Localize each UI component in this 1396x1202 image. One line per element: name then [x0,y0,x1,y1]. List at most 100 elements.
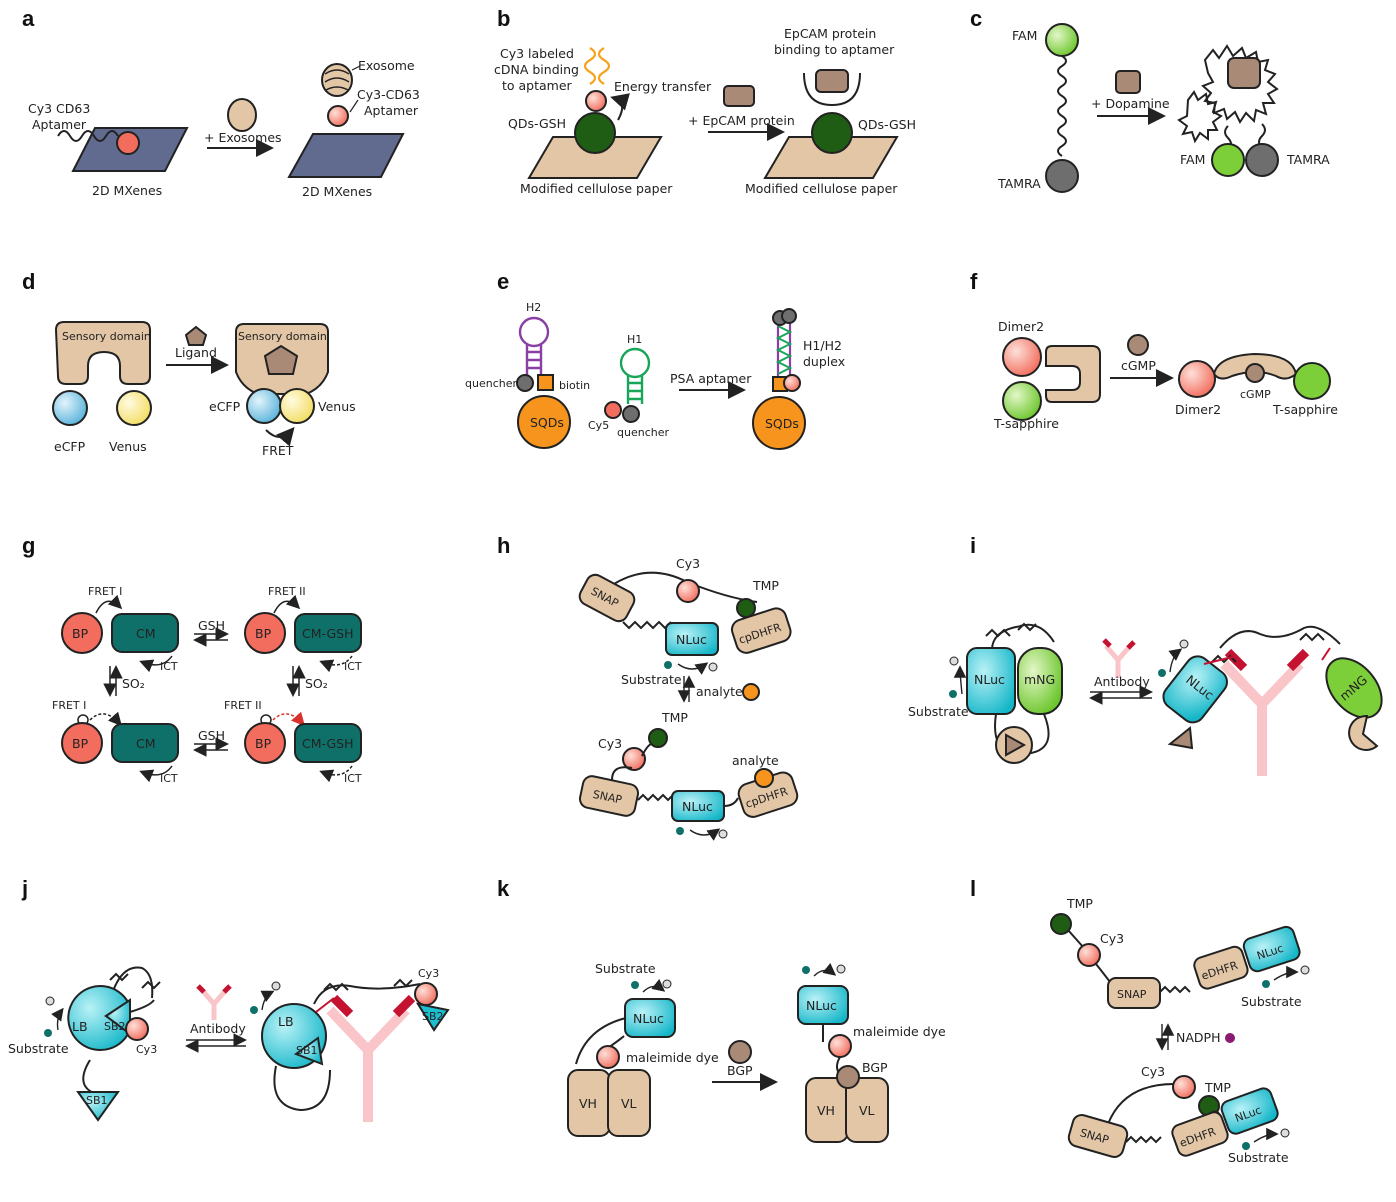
label-venus-right: Venus [318,399,356,414]
label-vl: VL [621,1096,637,1111]
label-bp: BP [72,736,89,751]
antibody-bound [326,994,416,1122]
label-fret1-a: FRET I [88,585,122,598]
mxene-sheet-right [287,133,405,178]
label-vh: VH [817,1103,835,1118]
vl-domain [607,1069,651,1137]
label-dimer2-top: Dimer2 [998,319,1044,334]
label-cm: CM [136,736,156,751]
label-vh: VH [579,1096,597,1111]
nadph-icon [1225,1033,1235,1043]
label-nadph: NADPH [1176,1030,1220,1045]
label-nluc: NLuc [676,632,707,647]
panel-letter-b: b [497,6,510,31]
sensory-domain-left [54,321,151,385]
ligand-bound [263,344,299,375]
cdna-helix [583,47,611,85]
label-bgp-arrow: BGP [727,1063,753,1078]
aptamer-arms [803,72,861,107]
panel-k: k Substrate NLuc maleimide dye VH VL BGP… [497,876,946,1143]
label-ecfp-left: eCFP [54,439,86,454]
cm-gsh-block [294,613,362,653]
cellulose-paper-right [763,136,899,179]
exosome-icon [227,98,257,132]
cgmp-bound [1245,363,1265,383]
label-venus-left: Venus [109,439,147,454]
label-sb1: SB1 [296,1044,318,1057]
label-lb: LB [278,1014,294,1029]
label-epcam-l2: binding to aptamer [774,42,895,57]
label-aptamer-l1: Cy3 CD63 [28,101,90,116]
label-lb: LB [72,1019,88,1034]
tamra-dye-right [1245,143,1279,177]
label-cdna-l2: cDNA binding [494,62,579,77]
dimer2-right [1178,360,1216,398]
panel-a: a Cy3 CD63 Aptamer 2D MXenes + Exosomes … [22,6,420,199]
sqds-left [517,395,571,449]
label-cy3-bottom: Cy3 [1141,1064,1165,1079]
cy3-dye-released [327,105,349,127]
label-substrate: Substrate [621,672,682,687]
sb2-bound [415,1002,450,1032]
panel-f: f Dimer2 T-sapphire cGMP Dimer2 cGMP T-s… [970,269,1338,431]
bp-dye [61,612,103,654]
label-nluc: NLuc [633,1011,664,1026]
label-cy3-aptamer-l2: Aptamer [364,103,419,118]
cgmp-sensor-domain [1045,345,1101,403]
label-paper-right: Modified cellulose paper [745,181,898,196]
ecfp-left [52,390,88,426]
label-bp: BP [255,736,272,751]
label-qd-left: QDs-GSH [508,116,566,131]
bp-dye [61,722,103,764]
label-domain-right: Sensory domain [238,330,327,343]
tamra-dye-bottom [1045,159,1079,193]
panel-letter-d: d [22,269,35,294]
cm-gsh-block [294,723,362,763]
label-cy3: Cy3 [418,967,439,980]
quencher-left [516,374,534,392]
panel-b: b Cy3 labeled cDNA binding to aptamer En… [494,6,916,196]
label-bp: BP [255,626,272,641]
label-dopamine: + Dopamine [1091,96,1170,111]
label-h1: H1 [627,333,642,346]
label-tsapphire-right: T-sapphire [1272,402,1338,417]
h1-hairpin-loop [619,347,651,379]
cm-block [111,723,179,763]
label-bp: BP [72,626,89,641]
cy3-dye [414,982,438,1006]
label-fret1-b: FRET I [52,699,86,712]
qd-gsh-right [811,112,853,154]
panel-letter-f: f [970,269,978,294]
tmp-ligand [736,598,756,618]
edhfr-block [1193,945,1249,990]
label-tmp-bottom: TMP [661,710,688,725]
label-analyte-bound: analyte [732,753,779,768]
label-fam-top: FAM [1012,28,1037,43]
label-fret: FRET [262,443,294,458]
snap-tag [1107,977,1161,1009]
snap-tag [578,775,640,817]
panel-letter-j: j [21,876,28,901]
sb1-fragment [76,1091,120,1122]
panel-letter-a: a [22,6,35,31]
label-nluc: NLuc [974,672,1005,687]
panel-letter-c: c [970,6,982,31]
vl-domain [845,1077,889,1143]
label-cy3-top: Cy3 [1100,931,1124,946]
label-cm-gsh: CM-GSH [302,736,354,751]
label-cy3-top: Cy3 [676,556,700,571]
label-cy3-bottom: Cy3 [598,736,622,751]
label-cy3: Cy3 [136,1043,157,1056]
cm-block [111,613,179,653]
quencher-mid [622,405,640,423]
tsapphire-left [1002,381,1042,421]
ligand-triangle [1005,733,1027,757]
tmp-ligand [1050,913,1072,935]
nluc-block [1242,925,1301,973]
maleimide-dye [828,1034,852,1058]
label-epcam-l1: EpCAM protein [784,26,876,41]
label-maleimide-right: maleimide dye [853,1024,946,1039]
analyte-bound [754,768,774,788]
ligand-released [1167,726,1194,750]
